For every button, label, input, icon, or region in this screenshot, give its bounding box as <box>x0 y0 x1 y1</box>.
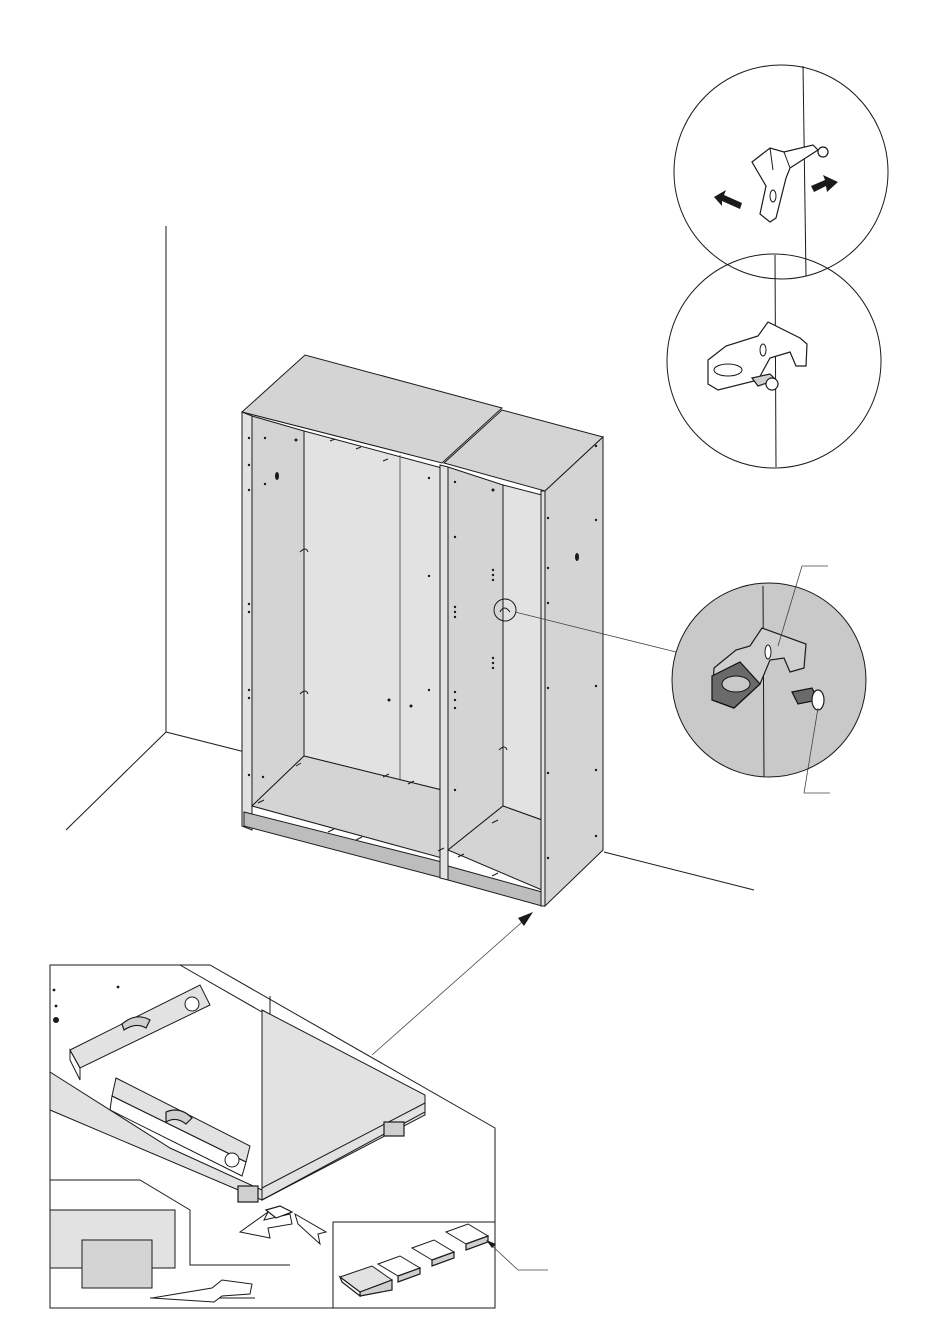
arrow-right-icon <box>811 175 838 192</box>
arrow-left-icon <box>714 190 742 209</box>
wall-bracket-detail-top <box>674 65 888 279</box>
right-unit-outer-side <box>545 437 603 906</box>
levelling-inset <box>50 912 548 1308</box>
left-unit-side-panel <box>242 412 252 830</box>
wedge-shims-inset <box>333 1222 548 1308</box>
shim-4 <box>446 1224 488 1250</box>
left-unit-back-panel <box>304 431 442 790</box>
wall-bracket-detail-bottom <box>667 254 881 468</box>
wardrobe <box>242 355 680 906</box>
hollow-arrow-icon <box>295 1214 326 1244</box>
shim-3 <box>412 1240 454 1266</box>
right-unit-back-panel <box>503 485 542 820</box>
middle-side-panel <box>440 465 448 880</box>
hollow-arrow-icon <box>240 1212 292 1238</box>
hollow-arrow-icon <box>152 1280 252 1302</box>
right-unit-inner-side <box>448 467 503 850</box>
shim-1 <box>340 1266 392 1296</box>
spirit-level-icon <box>70 985 210 1080</box>
wall-bracket-closeup <box>672 566 866 793</box>
